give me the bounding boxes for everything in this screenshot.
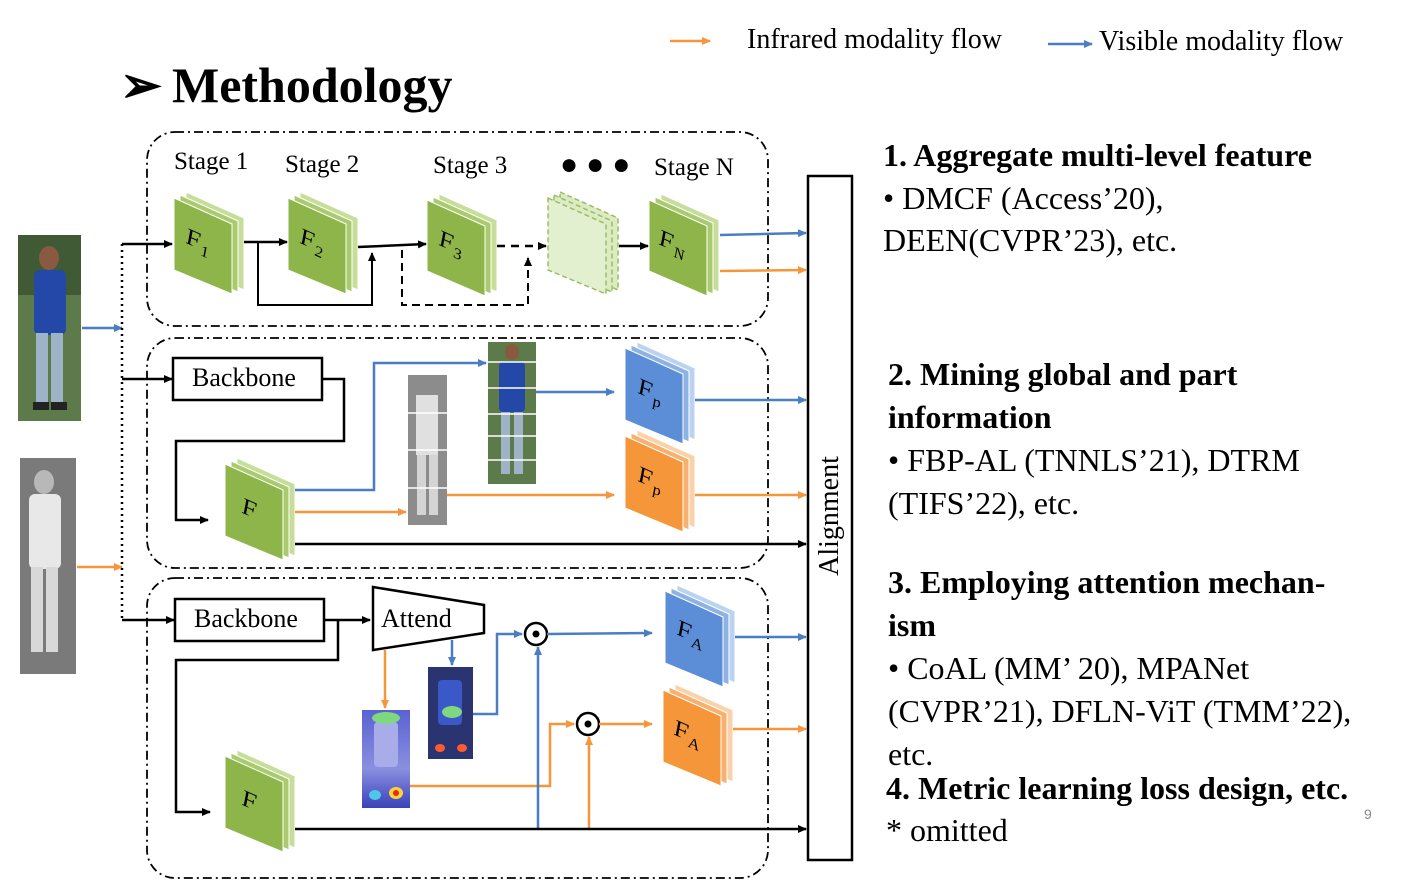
multiply-node-infrared bbox=[575, 711, 601, 737]
point-3-line-2: (CVPR’21), DFLN-ViT (TMM’22), bbox=[888, 693, 1352, 729]
partitioned-infrared-image bbox=[408, 375, 447, 525]
f-mid-visible-path bbox=[295, 359, 487, 492]
stage2-to-stage3-arrow bbox=[357, 240, 427, 249]
feature-stack-fa-infrared bbox=[662, 683, 734, 787]
feature-label-fp-infrared-sub: p bbox=[652, 480, 661, 501]
stagen-visible-output bbox=[719, 229, 807, 238]
partitioned-visible-image bbox=[488, 342, 536, 484]
feature-stack-fn bbox=[648, 193, 720, 297]
point-1-line-2: DEEN(CVPR’23), etc. bbox=[883, 222, 1178, 258]
feature-stack-f2 bbox=[287, 191, 359, 295]
feature-label-fa-visible-main: F bbox=[677, 614, 692, 648]
point-3-heading-cont: ism bbox=[888, 607, 936, 643]
point-1-line-1: • DMCF (Access’20), bbox=[883, 180, 1164, 216]
stage-label-n: Stage N bbox=[654, 154, 734, 181]
feature-label-fa-infrared-sub: A bbox=[688, 733, 699, 756]
feature-label-f2-sub: 2 bbox=[314, 242, 323, 263]
legend-infrared-label: Infrared modality flow bbox=[747, 24, 1003, 55]
group-box-multilevel bbox=[146, 131, 769, 327]
title-bullet-icon: ➢ bbox=[120, 57, 162, 113]
feature-stack-f-mid bbox=[224, 457, 296, 561]
feature-label-fn-main: F bbox=[659, 224, 674, 257]
point-4-heading: 4. Metric learning loss design, etc. bbox=[886, 770, 1349, 806]
page-number: 9 bbox=[1364, 806, 1372, 822]
feature-label-f1-sub: 1 bbox=[200, 242, 209, 263]
feature-stack-placeholder bbox=[547, 190, 619, 296]
infrared-attention-map bbox=[362, 710, 410, 808]
feature-label-f2-main: F bbox=[300, 222, 315, 256]
stage-label-2: Stage 2 bbox=[285, 151, 360, 178]
multiply-visible-to-fa-arrow bbox=[546, 629, 653, 638]
stage2-dashed-skip-connection bbox=[401, 250, 532, 306]
attend-label: Attend bbox=[381, 604, 452, 633]
feature-label-fp-visible-sub: p bbox=[652, 392, 661, 413]
feature-stack-fa-visible bbox=[664, 584, 736, 688]
infrared-map-to-multiply-path bbox=[410, 720, 575, 788]
attend-block bbox=[371, 585, 486, 652]
slide-title-text: Methodology bbox=[172, 57, 453, 113]
slide-title: ➢Methodology bbox=[120, 56, 453, 114]
feature-label-fn-sub: N bbox=[673, 243, 685, 266]
stage-label-3: Stage 3 bbox=[433, 152, 508, 179]
feature-stack-f-bottom bbox=[224, 749, 296, 853]
alignment-label: Alignment bbox=[814, 456, 845, 576]
visible-person-image bbox=[18, 235, 81, 421]
point-1-heading: 1. Aggregate multi-level feature bbox=[883, 137, 1312, 173]
legend-visible-label: Visible modality flow bbox=[1099, 26, 1344, 57]
point-4-line-1: * omitted bbox=[886, 812, 1008, 848]
feature-label-f3-sub: 3 bbox=[453, 244, 462, 265]
stage-label-1: Stage 1 bbox=[174, 148, 249, 175]
feature-stack-fp-visible bbox=[624, 341, 696, 445]
backbone2-to-f-connection bbox=[174, 620, 340, 816]
point-2-line-1: • FBP-AL (TNNLS’21), DTRM bbox=[888, 442, 1300, 478]
feature-stack-f3 bbox=[426, 193, 498, 297]
feature-label-fp-infrared-main: F bbox=[638, 460, 653, 494]
point-3-heading: 3. Employing attention mechan- bbox=[888, 564, 1326, 600]
point-3-line-1: • CoAL (MM’ 20), MPANet bbox=[888, 650, 1250, 686]
stagen-infrared-output bbox=[719, 266, 807, 275]
group-box-global-part bbox=[146, 337, 769, 569]
feature-stack-f1 bbox=[173, 191, 245, 295]
feature-stack-fp-infrared bbox=[624, 429, 696, 533]
backbone-label-2: Backbone bbox=[194, 604, 298, 633]
point-3-line-3: etc. bbox=[888, 736, 934, 772]
feature-label-fa-visible-sub: A bbox=[691, 633, 702, 656]
stage-ellipsis-icon: ●●● bbox=[560, 148, 639, 181]
alignment-block bbox=[806, 174, 854, 862]
stage1-skip-connection bbox=[257, 242, 376, 306]
visible-attention-map bbox=[428, 667, 473, 759]
feature-label-fa-infrared-main: F bbox=[674, 714, 689, 748]
backbone1-to-f-connection bbox=[174, 377, 346, 524]
feature-label-f1-main: F bbox=[186, 222, 201, 256]
point-2-heading: 2. Mining global and part bbox=[888, 356, 1238, 392]
feature-label-f3-main: F bbox=[439, 224, 454, 258]
multiply-node-visible bbox=[523, 621, 549, 647]
infrared-person-image bbox=[20, 458, 76, 674]
backbone-label-1: Backbone bbox=[192, 363, 296, 392]
feature-label-fp-visible-main: F bbox=[638, 372, 653, 406]
point-2-line-2: (TIFS’22), etc. bbox=[888, 485, 1080, 521]
visible-map-to-multiply-path bbox=[473, 630, 523, 716]
backbone-box-1 bbox=[171, 356, 324, 402]
point-2-heading-cont: information bbox=[888, 399, 1052, 435]
